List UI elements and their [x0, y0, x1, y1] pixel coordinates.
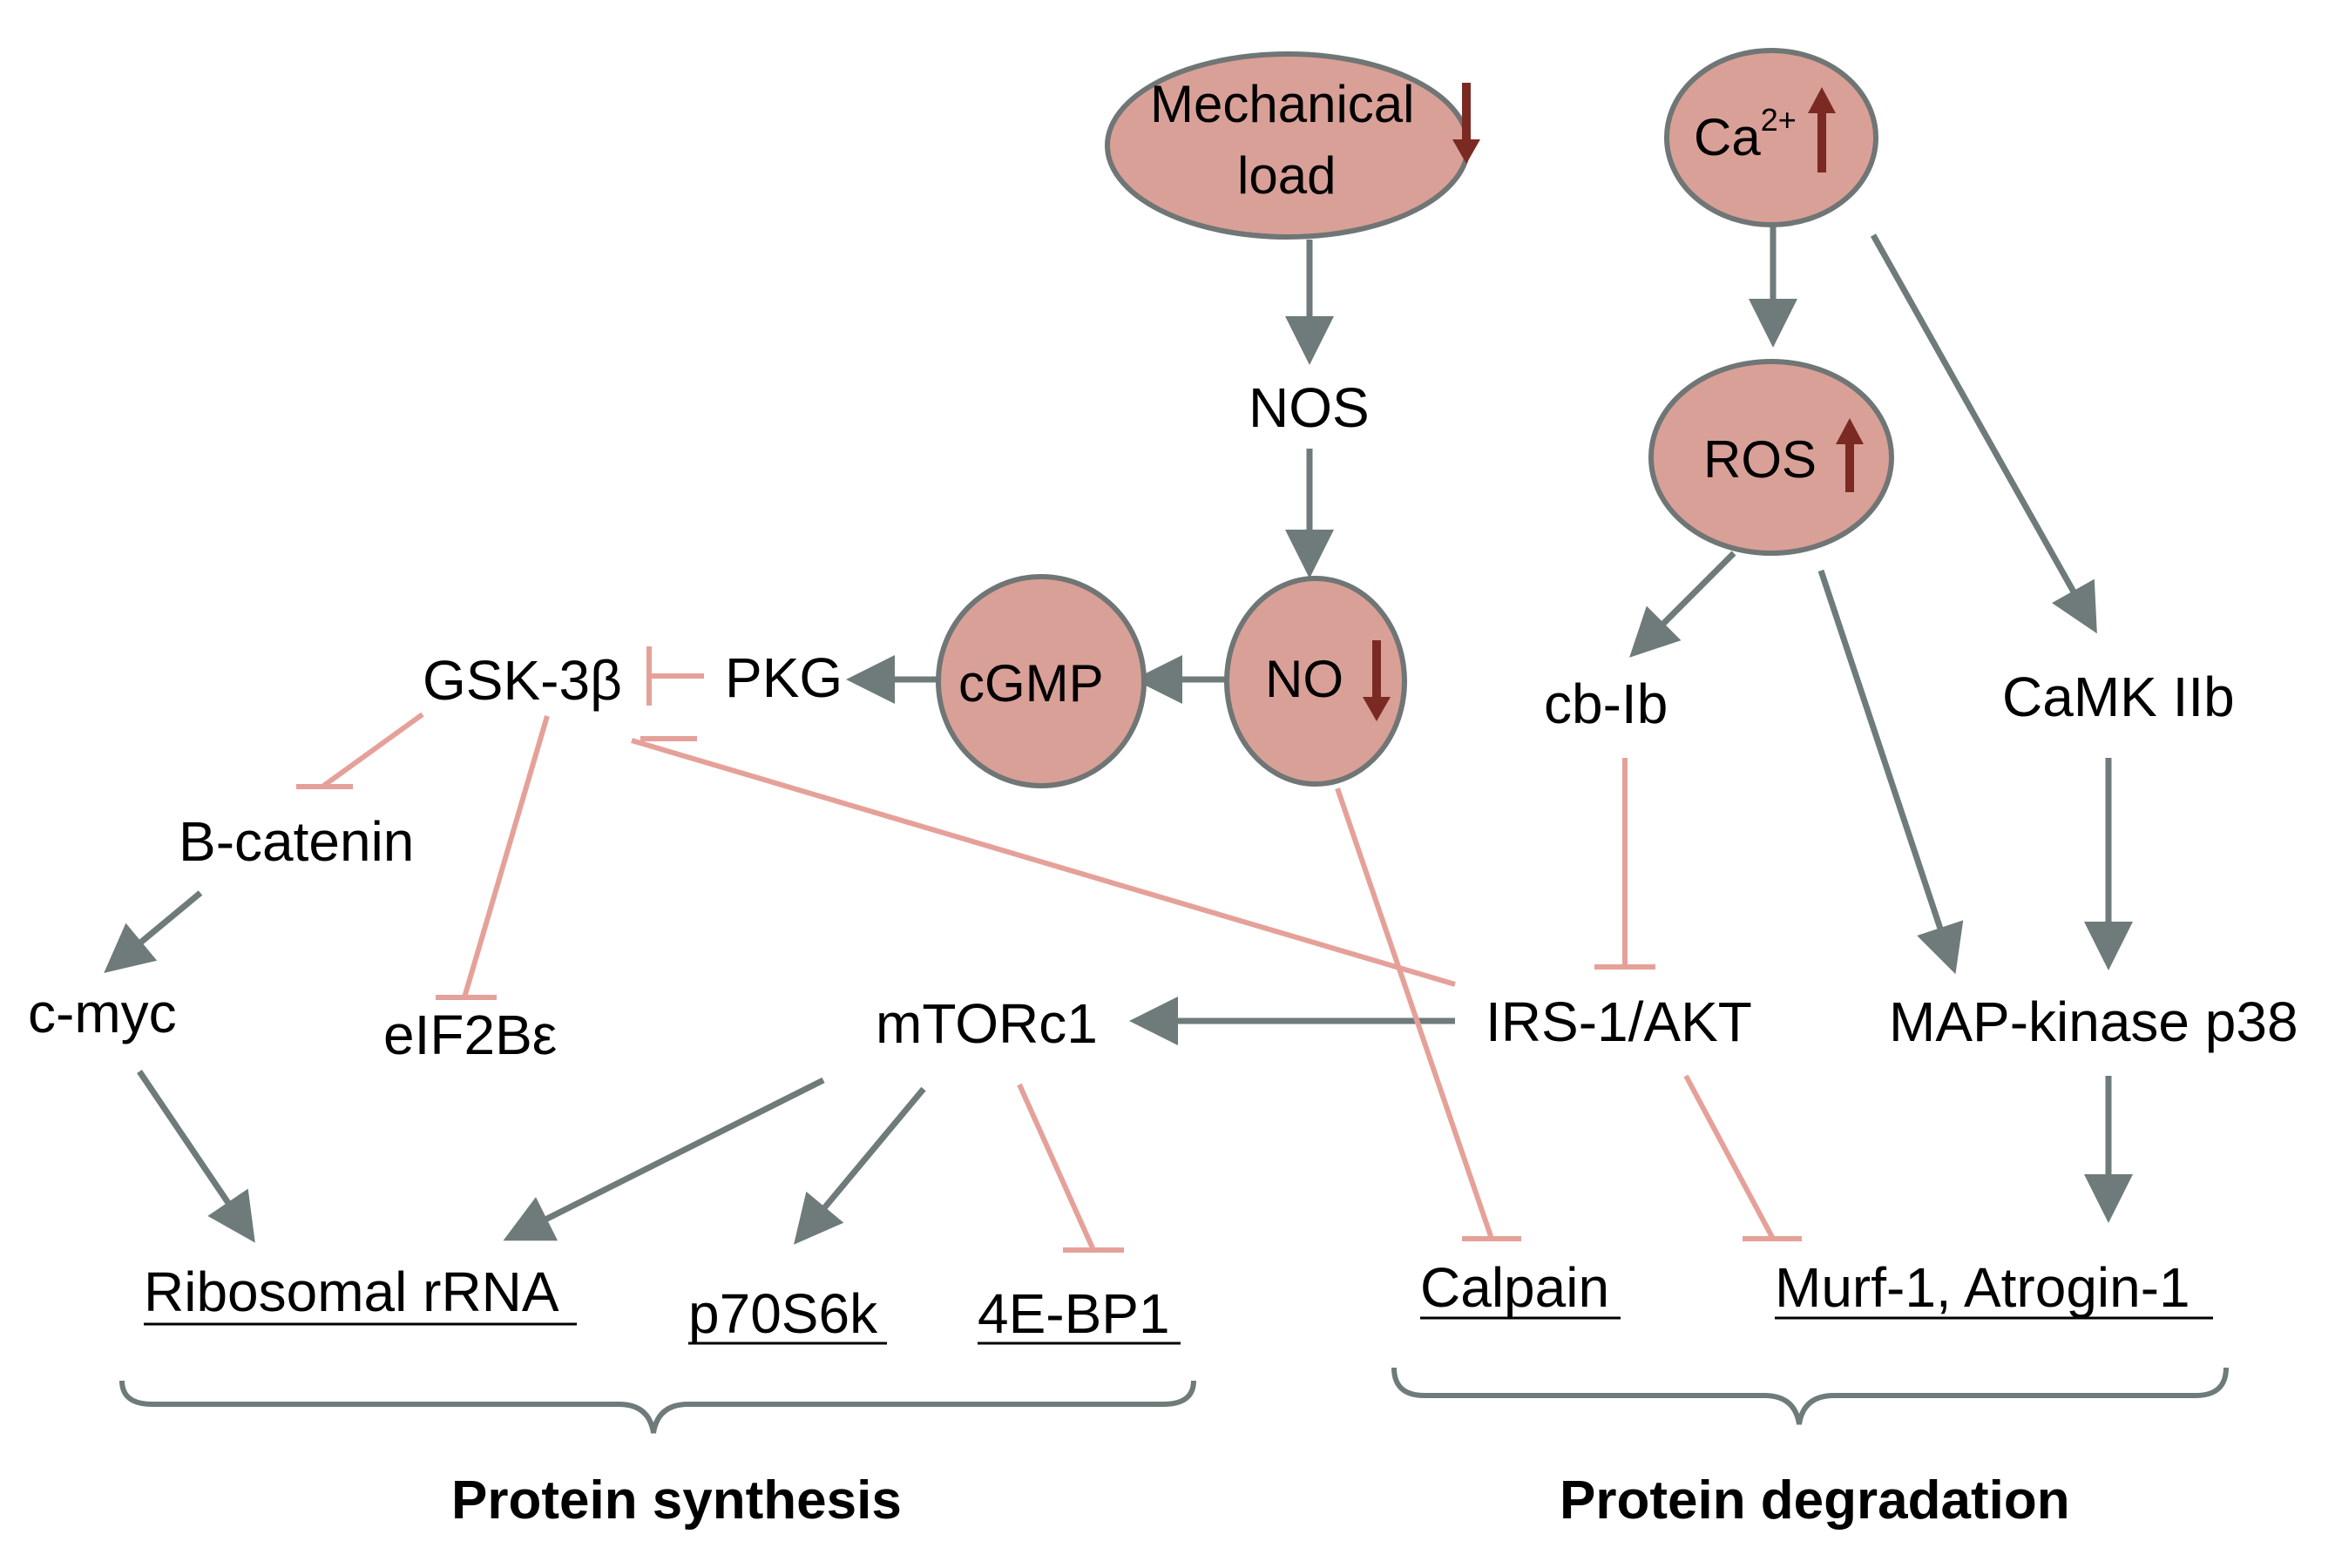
- label-cblb: cb-Ib: [1544, 672, 1668, 735]
- output-ribosomal-rrna: Ribosomal rRNA: [144, 1260, 559, 1323]
- label-gsk3b: GSK-3β: [423, 649, 622, 712]
- brace-protein-degradation: [1391, 1367, 2229, 1425]
- arrow-up-icon: [1836, 418, 1864, 492]
- node-ros: ROS: [1648, 359, 1894, 556]
- node-cgmp: cGMP: [936, 574, 1147, 788]
- group-title-protein-synthesis: Protein synthesis: [451, 1470, 902, 1531]
- node-shape: [1648, 359, 1894, 556]
- inhibit-no-calpain: [1335, 787, 1521, 1241]
- edge-ros-mapk: [1817, 569, 1964, 975]
- label-cmyc: c-myc: [28, 982, 177, 1044]
- node-label: Ca2+: [1694, 102, 1797, 166]
- label-pkg: PKG: [725, 646, 843, 709]
- inhibit-pkg-gsk3b: [646, 646, 704, 706]
- inhibit-gsk3b-bcatenin: [296, 712, 424, 789]
- inhibit-irs-murf: [1683, 1074, 1802, 1241]
- arrow-down-icon: [1363, 640, 1391, 721]
- label-camk: CaMK IIb: [2002, 666, 2235, 728]
- arrow-up-icon: [1808, 87, 1836, 172]
- label-irs1akt: IRS-1/AKT: [1486, 990, 1752, 1053]
- label-mtorc1: mTORc1: [876, 992, 1098, 1055]
- arrow-down-icon: [1452, 83, 1480, 164]
- node-label: NO: [1265, 650, 1343, 708]
- node-no: NO: [1224, 576, 1407, 787]
- edge-mtorc1-p70: [794, 1086, 926, 1245]
- label-bcatenin: B-catenin: [179, 810, 414, 873]
- edge-ros-cblb: [1629, 551, 1736, 658]
- edge-mtorc1-ribosomal: [503, 1077, 825, 1241]
- inhibition-edges: [296, 646, 1802, 1253]
- edge-ca-camk: [1870, 233, 2097, 634]
- label-mapk: MAP-kinase p38: [1889, 990, 2298, 1053]
- output-4ebp1: 4E-BP1: [978, 1282, 1170, 1345]
- inhibit-gsk3b-eif2be: [436, 715, 550, 1000]
- label-eif2be: eIF2Bε: [383, 1004, 557, 1066]
- edge-bcatenin-cmyc: [104, 890, 203, 973]
- node-shape: [936, 574, 1147, 788]
- output-murf-atrogin: Murf-1, Atrogin-1: [1775, 1256, 2190, 1319]
- activation-edges: [104, 226, 2133, 1245]
- node-mechanical-load: Mechanical load: [1105, 51, 1480, 240]
- plain-labels: NOS PKG GSK-3β cb-Ib CaMK IIb B-catenin …: [28, 376, 2298, 1066]
- inhibit-irs-gsk3b: [631, 736, 1456, 987]
- node-label-line1: Mechanical: [1150, 75, 1415, 133]
- label-nos: NOS: [1249, 376, 1370, 439]
- edge-cmyc-ribosomal: [137, 1070, 255, 1243]
- output-calpain: Calpain: [1420, 1256, 1609, 1319]
- output-labels: Ribosomal rRNA p70S6k 4E-BP1 Calpain Mur…: [144, 1256, 2213, 1345]
- output-p70s6k: p70S6k: [688, 1282, 878, 1345]
- node-label-line2: load: [1237, 146, 1336, 205]
- node-shape: [1224, 576, 1407, 787]
- inhibit-mtorc1-4ebp1: [1017, 1083, 1124, 1253]
- node-label: cGMP: [958, 654, 1104, 713]
- inhibit-cblb-irs: [1594, 758, 1655, 970]
- node-ca: Ca2+: [1664, 48, 1878, 227]
- node-label: ROS: [1703, 430, 1817, 489]
- brace-protein-synthesis: [119, 1380, 1196, 1434]
- group-title-protein-degradation: Protein degradation: [1560, 1470, 2070, 1531]
